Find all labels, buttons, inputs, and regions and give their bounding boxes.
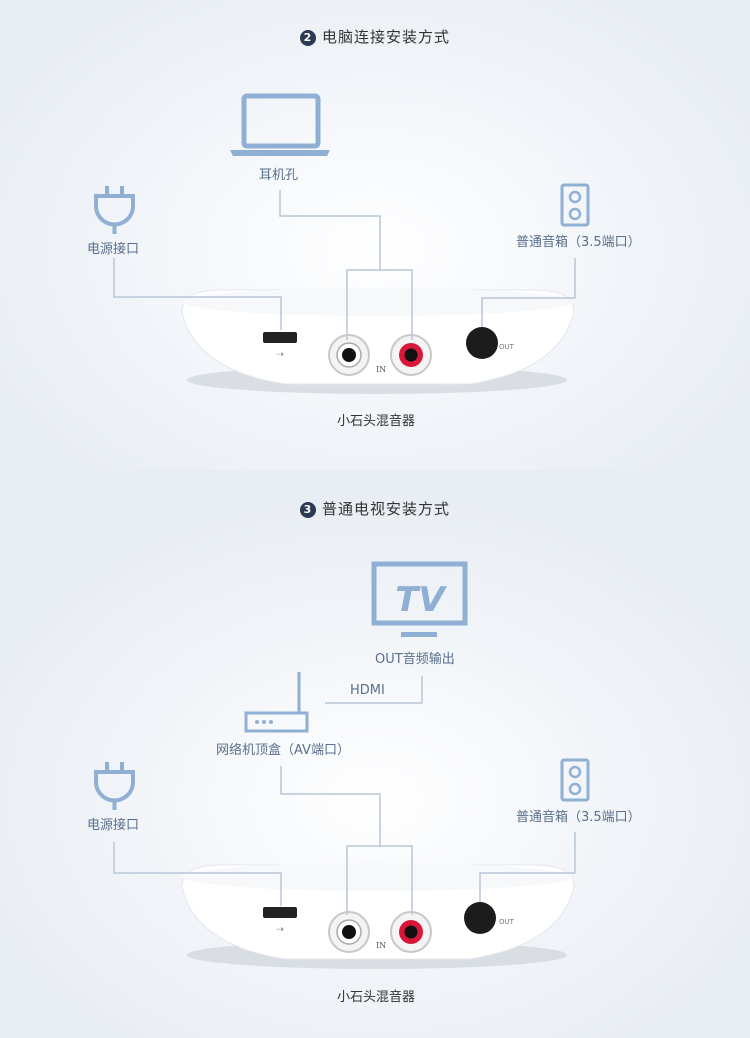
- router-icon: [244, 672, 309, 733]
- router-connection-line: [280, 766, 381, 846]
- power-label: 电源接口: [87, 242, 140, 257]
- section1-title-text: 电脑连接安装方式: [321, 28, 450, 46]
- device-caption: 小石头混音器: [337, 990, 416, 1005]
- mixer-device: ⇢ IN OUT: [181, 288, 575, 394]
- speaker-connection-line: [481, 258, 576, 327]
- speaker-connection-line: [479, 832, 576, 902]
- power-connection-line: [113, 842, 282, 906]
- out-port-label: OUT: [499, 343, 515, 351]
- speaker-label: 普通音箱（3.5端口）: [516, 810, 641, 825]
- step-badge: 2: [299, 30, 316, 46]
- in-jacks-connector-line: [346, 845, 413, 915]
- hdmi-label: HDMI: [350, 683, 385, 698]
- laptop-icon: [230, 93, 330, 156]
- in-port-label: IN: [376, 941, 386, 950]
- section1-diagram: ⇢ IN OUT: [94, 93, 590, 394]
- section1-title: 2 电脑连接安装方式: [0, 26, 750, 47]
- tv-label: OUT音频输出: [375, 652, 455, 667]
- in-port-label: IN: [376, 365, 386, 374]
- power-plug-icon: [94, 762, 135, 810]
- laptop-label: 耳机孔: [259, 168, 299, 183]
- tv-icon: TV: [371, 561, 468, 637]
- router-label: 网络机顶盒（AV端口）: [216, 743, 350, 758]
- power-connection-line: [113, 258, 282, 330]
- mixer-device: ⇢ IN OUT: [181, 863, 575, 969]
- device-caption: 小石头混音器: [337, 414, 416, 429]
- hdmi-connection-line: [325, 676, 423, 704]
- section2-title: 3 普通电视安装方式: [0, 498, 750, 519]
- in-jacks-connector-line: [346, 269, 413, 340]
- step-badge: 3: [299, 502, 316, 518]
- laptop-connection-line: [279, 190, 381, 270]
- power-plug-icon: [94, 186, 135, 234]
- out-port-label: OUT: [499, 918, 515, 926]
- speaker-icon: [560, 758, 590, 802]
- svg-text:⇢: ⇢: [276, 925, 284, 935]
- speaker-label: 普通音箱（3.5端口）: [516, 235, 641, 250]
- speaker-icon: [560, 183, 590, 227]
- tv-text: TV: [395, 580, 447, 620]
- svg-text:⇢: ⇢: [276, 350, 284, 360]
- power-label: 电源接口: [87, 818, 140, 833]
- section2-title-text: 普通电视安装方式: [321, 500, 450, 518]
